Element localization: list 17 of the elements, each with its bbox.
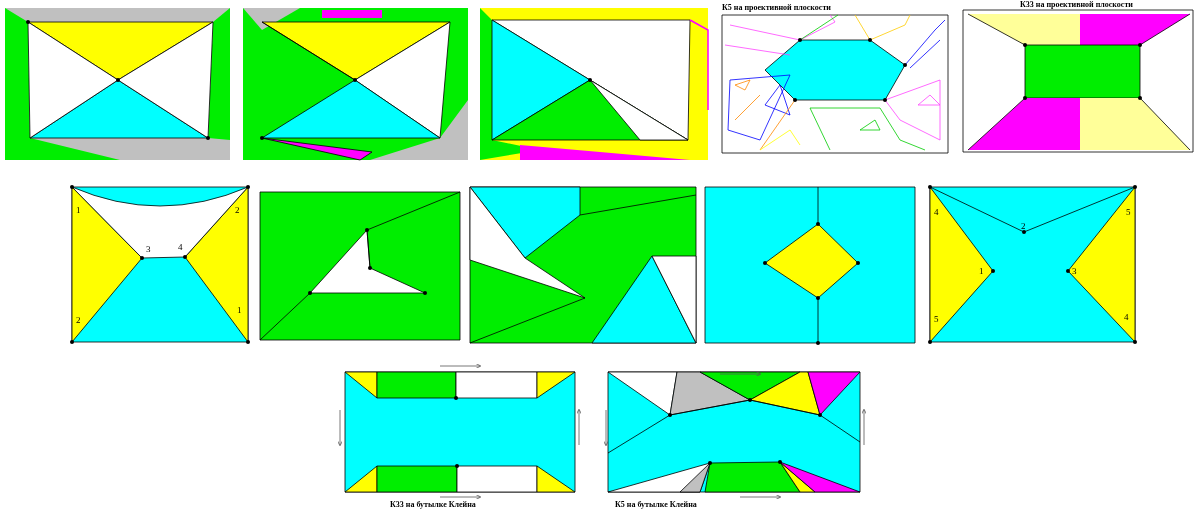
caption-text: К5 на бутылке Клейна bbox=[615, 500, 697, 510]
vertex-number: 3 bbox=[1072, 266, 1077, 276]
vertex-number: 1 bbox=[979, 266, 984, 276]
vertex-number: 2 bbox=[76, 315, 81, 325]
vertex-number: 3 bbox=[146, 244, 151, 254]
vertex-number: 5 bbox=[1126, 207, 1131, 217]
vertex-number: 4 bbox=[178, 242, 183, 252]
caption-text: К33 на проективной плоскости bbox=[1020, 0, 1133, 10]
vertex-number: 1 bbox=[237, 305, 242, 315]
vertex-number: 5 bbox=[934, 314, 939, 324]
vertex-number: 4 bbox=[1124, 312, 1129, 322]
caption-text: К5 на проективной плоскости bbox=[722, 3, 831, 13]
vertex-number: 2 bbox=[235, 205, 240, 215]
vertex-number: 1 bbox=[76, 205, 81, 215]
caption-text: К33 на бутылке Клейна bbox=[390, 500, 476, 510]
vertex-number: 2 bbox=[1021, 221, 1026, 231]
vertex-number: 4 bbox=[934, 207, 939, 217]
